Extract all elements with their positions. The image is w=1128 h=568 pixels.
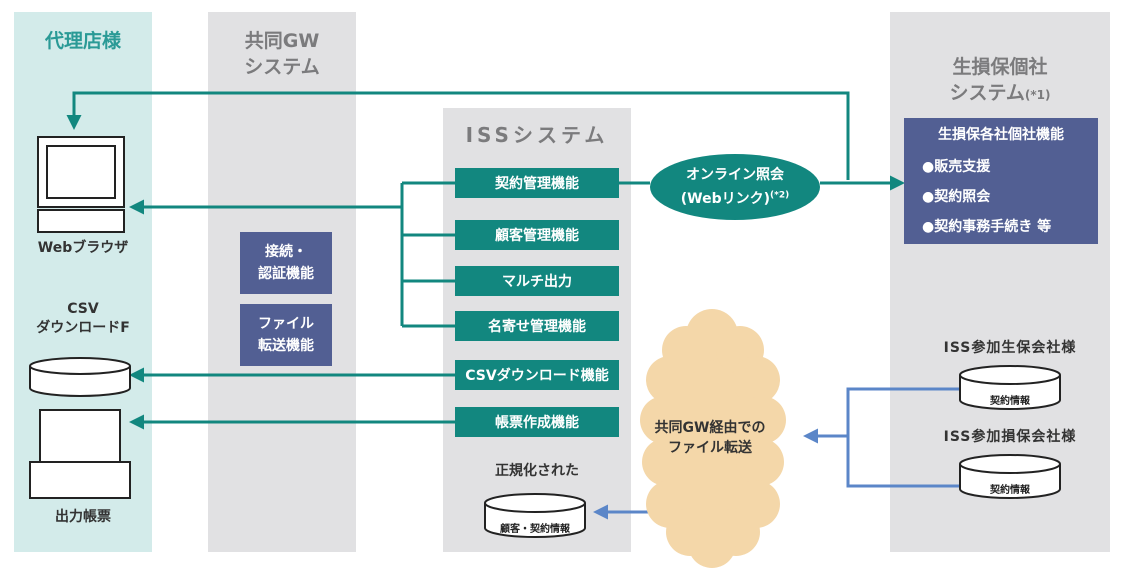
insurer-column-title: 生損保個社 システム — [949, 56, 1048, 104]
insurer-function-item: ●販売支援 — [922, 159, 991, 175]
insurer-functions-title: 生損保各社個社機能 — [938, 127, 1064, 143]
life-insurer-participant-label: ISS参加生保会社様 — [943, 340, 1077, 356]
multi-output-function: マルチ出力 — [455, 266, 619, 296]
report-creation-function: 帳票作成機能 — [455, 407, 619, 437]
csv-database-icon — [29, 357, 131, 397]
insurer-functions-box: 生損保各社個社機能 ●販売支援 ●契約照会 ●契約事務手続き 等 — [904, 118, 1098, 244]
nonlife-insurer-participant-label: ISS参加損保会社様 — [943, 429, 1077, 445]
gw-column-title: 共同GW システム — [244, 30, 320, 78]
online-inquiry-label: オンライン照会 — [686, 167, 784, 183]
online-note: (*2) — [770, 190, 790, 201]
insurer-note: (*1) — [1024, 88, 1051, 102]
gw-file-transfer-label: 共同GW経由での ファイル転送 — [654, 420, 766, 456]
csv-download-label: CSV ダウンロードF — [36, 301, 130, 336]
computer-icon — [37, 136, 125, 233]
csv-download-function: CSVダウンロード機能 — [455, 360, 619, 390]
normalized-db-label: 顧客・契約情報 — [500, 524, 570, 535]
output-report-label: 出力帳票 — [55, 509, 111, 525]
contract-management-function: 契約管理機能 — [455, 168, 619, 198]
report-printer-icon — [29, 409, 131, 499]
connection-auth-function: 接続・ 認証機能 — [240, 232, 332, 294]
web-link-label: (Webリンク) — [680, 191, 771, 207]
insurer-function-item: ●契約照会 — [922, 189, 991, 205]
nonlife-contract-info-label: 契約情報 — [990, 485, 1030, 496]
normalized-title: 正規化された — [495, 463, 579, 479]
insurer-function-item: ●契約事務手続き 等 — [922, 219, 1052, 235]
agency-column-title: 代理店様 — [44, 30, 121, 52]
cloud-shape — [640, 309, 786, 568]
normalized-db-icon — [484, 493, 586, 538]
name-matching-function: 名寄せ管理機能 — [455, 311, 619, 341]
iss-column-title: ISSシステム — [465, 123, 609, 147]
life-contract-db-icon — [959, 365, 1061, 410]
web-browser-label: Webブラウザ — [37, 240, 129, 256]
file-transfer-function: ファイル 転送機能 — [240, 304, 332, 366]
online-inquiry-node: オンライン照会 (Webリンク)(*2) — [650, 154, 820, 220]
customer-management-function: 顧客管理機能 — [455, 220, 619, 250]
nonlife-contract-db-icon — [959, 454, 1061, 499]
feedback-connector — [66, 91, 850, 180]
life-contract-info-label: 契約情報 — [990, 396, 1030, 407]
